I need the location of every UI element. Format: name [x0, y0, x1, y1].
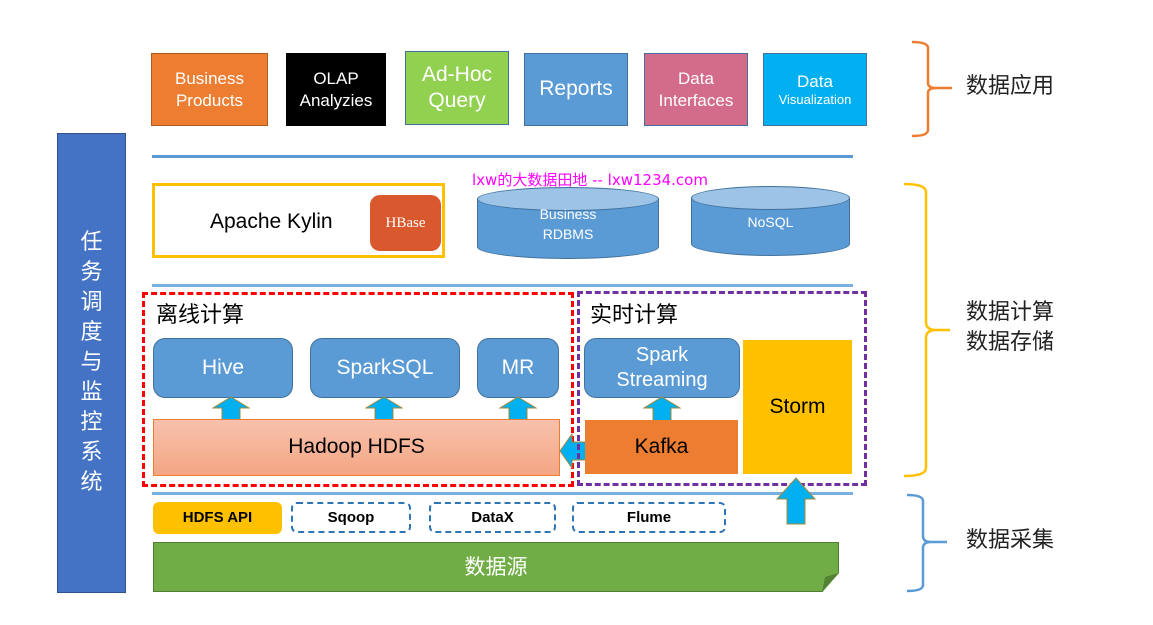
- scheduler-panel: 任 务 调 度 与 监 控 系 统: [57, 133, 126, 593]
- business-products-box: Business Products: [151, 53, 268, 126]
- sparksql-box: SparkSQL: [310, 338, 460, 398]
- spark-streaming-box: Spark Streaming: [584, 338, 740, 398]
- up-arrow-icon: [643, 396, 681, 422]
- apache-kylin-label: Apache Kylin: [210, 210, 333, 233]
- separator-line-bottom: [152, 492, 853, 495]
- collection-layer-label: 数据采集: [966, 528, 1055, 553]
- business-rdbms-cylinder: Business RDBMS: [477, 187, 659, 259]
- separator-line-top: [152, 155, 853, 158]
- offline-compute-title: 离线计算: [156, 303, 245, 328]
- scheduler-title: 任 务 调 度 与 监 控 系 统: [80, 230, 103, 495]
- adhoc-query-box: Ad-Hoc Query: [405, 51, 509, 125]
- application-bracket-icon: [911, 40, 952, 138]
- watermark-text: lxw的大数据田地 -- lxw1234.com: [472, 171, 708, 189]
- apache-kylin-box: Apache Kylin HBase: [152, 183, 445, 258]
- offline-compute-region: [142, 292, 574, 487]
- data-interfaces-box: Data Interfaces: [644, 53, 748, 126]
- realtime-compute-title: 实时计算: [590, 303, 679, 328]
- reports-box: Reports: [524, 53, 628, 126]
- mr-box: MR: [477, 338, 559, 398]
- data-source-box: 数据源: [153, 542, 839, 592]
- sqoop-box: Sqoop: [291, 502, 411, 533]
- flume-box: Flume: [572, 502, 726, 533]
- page-curl-icon: [822, 573, 839, 592]
- nosql-cylinder: NoSQL: [691, 186, 850, 256]
- olap-box: OLAP Analyzies: [286, 53, 386, 126]
- data-visualization-box: Data Visualization: [763, 53, 867, 126]
- datax-box: DataX: [429, 502, 556, 533]
- hadoop-hdfs-box: Hadoop HDFS: [153, 419, 560, 476]
- application-layer-label: 数据应用: [966, 74, 1055, 99]
- separator-line-middle: [152, 284, 853, 287]
- up-arrow-icon: [776, 477, 816, 525]
- realtime-compute-region: [577, 291, 867, 486]
- storm-box: Storm: [743, 340, 852, 474]
- hbase-box: HBase: [370, 195, 441, 251]
- compute-layer-label: 数据计算 数据存储: [966, 300, 1055, 355]
- hdfs-api-box: HDFS API: [153, 502, 282, 534]
- compute-bracket-icon: [903, 182, 950, 478]
- collection-bracket-icon: [906, 493, 947, 593]
- hive-box: Hive: [153, 338, 293, 398]
- kafka-box: Kafka: [585, 420, 738, 474]
